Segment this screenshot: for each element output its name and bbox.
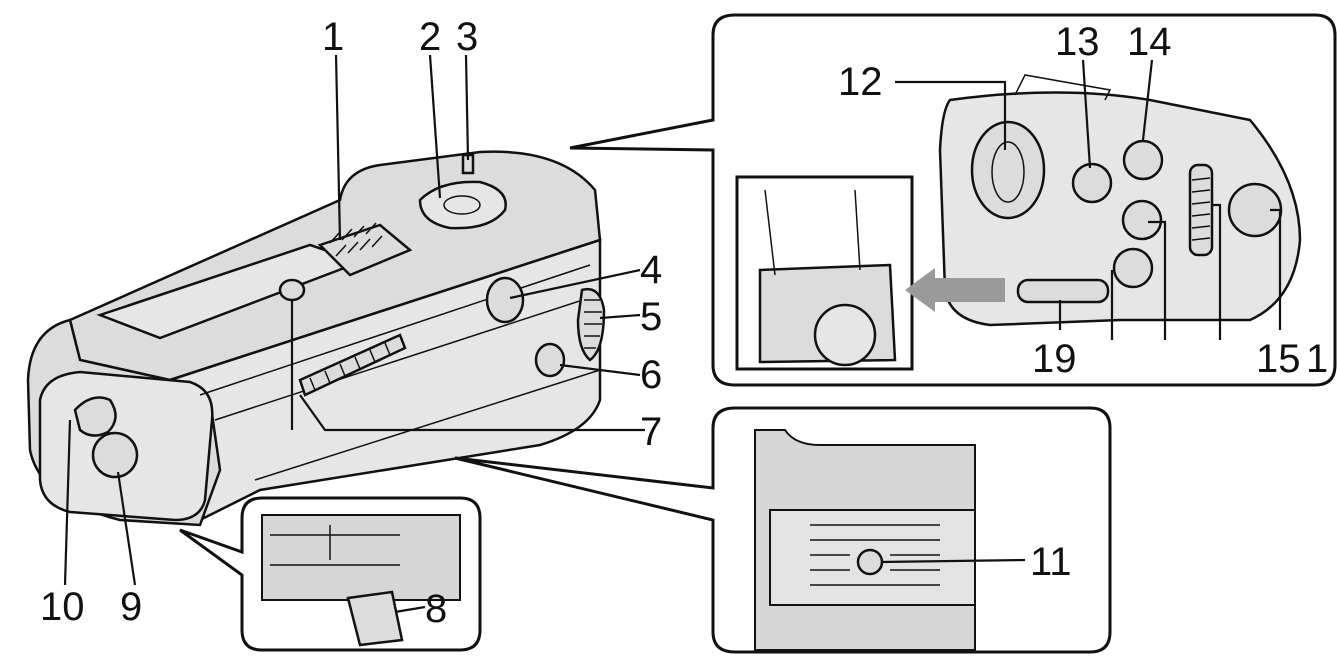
- callout-9: 9: [120, 585, 142, 629]
- rear-command-dial: [1188, 163, 1214, 257]
- shutter-button-small: [278, 278, 306, 302]
- leader-13: [1081, 59, 1092, 169]
- camera-connection-terminal: [418, 180, 507, 230]
- leader-lines: [63, 54, 1282, 614]
- rear-button-lower-middle: [1121, 199, 1163, 241]
- leader-10: [63, 419, 72, 586]
- multi-selector-joystick: [970, 120, 1046, 220]
- callout-3: 3: [456, 15, 478, 59]
- lever-closeup-body: [261, 514, 461, 601]
- inset-tripod-socket: [454, 406, 1112, 654]
- callout-4: 4: [640, 248, 662, 292]
- camera-mini-lens: [813, 303, 877, 367]
- rear-button-14: [1122, 139, 1164, 181]
- callout-14: 14: [1127, 20, 1172, 64]
- leader-15: [1270, 208, 1282, 330]
- callout-numbers: 1 2 3 4 5 6 7 8 9 10 11 12 13 14 15 1 19: [40, 15, 1328, 631]
- leader-1: [334, 54, 342, 241]
- inset-rear-controls: [569, 13, 1337, 387]
- callout-15: 15: [1256, 337, 1301, 381]
- camera-mount-screw-plate: [317, 223, 413, 277]
- leader-7a: [299, 394, 645, 432]
- callout-1: 1: [322, 15, 344, 59]
- leader-11: [881, 558, 1026, 564]
- callout-10: 10: [40, 585, 85, 629]
- leader-5: [599, 313, 641, 320]
- tripod-plate-grooves: [810, 524, 940, 586]
- leader-lower-middle-button: [1148, 220, 1167, 340]
- callout-19: 19: [1032, 337, 1077, 381]
- leader-2: [428, 54, 442, 199]
- callout-13: 13: [1055, 20, 1100, 64]
- grip-dial-7: [298, 333, 407, 397]
- grip-button-4: [485, 276, 525, 324]
- leader-9: [116, 471, 137, 586]
- callout-11: 11: [1030, 540, 1072, 584]
- callout-5: 5: [640, 295, 662, 339]
- inset-release-lever: [179, 496, 482, 652]
- leader-12: [895, 80, 1007, 150]
- leader-4: [509, 268, 641, 300]
- battery-door-screw: [91, 431, 139, 479]
- callout-12: 12: [838, 60, 883, 104]
- callout-7: 7: [640, 410, 662, 454]
- battery-grip-illustration: [26, 150, 606, 527]
- callout-8: 8: [425, 587, 447, 631]
- leader-14: [1141, 59, 1154, 141]
- leader-8: [394, 605, 426, 614]
- callout-6: 6: [640, 353, 662, 397]
- strap-eyelet-19: [1016, 278, 1110, 304]
- rear-button-lower-left: [1112, 247, 1154, 289]
- tripod-socket-11: [856, 548, 884, 576]
- attach-direction-arrow: [905, 268, 1005, 312]
- release-lever-8: [346, 590, 404, 647]
- callout-2: 2: [419, 15, 441, 59]
- callout-16: 1: [1306, 337, 1328, 381]
- leader-3: [464, 54, 470, 161]
- leader-6: [559, 363, 641, 377]
- leader-rear-dial: [1212, 203, 1222, 340]
- rear-button-13: [1071, 162, 1113, 204]
- battery-door-lock-lever: [73, 396, 117, 437]
- grip-button-6: [534, 342, 566, 378]
